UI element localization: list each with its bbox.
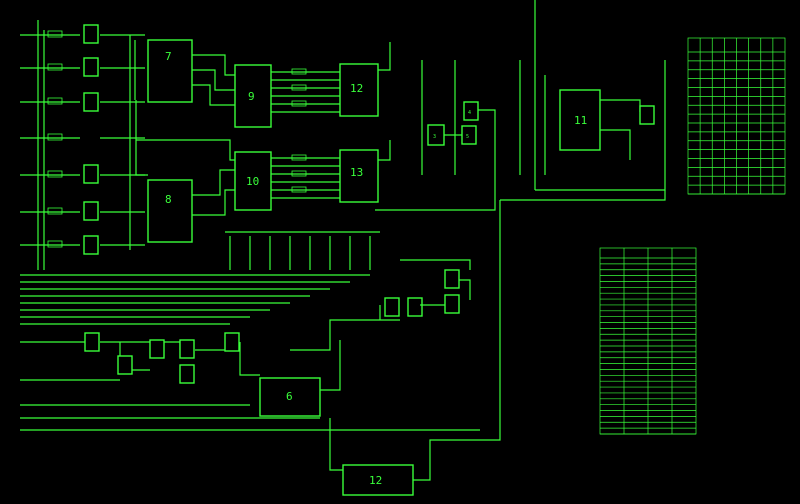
svg-text:4: 4: [468, 110, 471, 116]
gate-left-4: [83, 164, 99, 184]
lower-gate-chain: [20, 332, 480, 431]
block-8: [147, 179, 193, 243]
block-11: [559, 89, 601, 151]
block-9: [234, 64, 272, 128]
block-7-label: 7: [165, 50, 172, 63]
truth-table: [687, 37, 786, 195]
display-12: [339, 63, 379, 117]
left-gate-column: [83, 24, 99, 255]
block-10-label: 10: [246, 175, 259, 188]
display-13: [339, 149, 379, 203]
gate-left-3: [83, 92, 99, 112]
display-12-label: 12: [350, 82, 363, 95]
display-resistor-ladders: [271, 68, 340, 199]
block-9-label: 9: [248, 90, 255, 103]
svg-text:3: 3: [433, 134, 436, 140]
gate-left-1: [83, 24, 99, 44]
input-resistors: [47, 30, 63, 248]
block-11-label: 11: [574, 114, 587, 127]
block-10: [234, 151, 272, 211]
block-6: [259, 377, 321, 417]
block-12-bottom-label: 12: [369, 474, 382, 487]
gate-left-5: [83, 201, 99, 221]
gate-left-2: [83, 57, 99, 77]
block-12-bottom: [342, 464, 414, 496]
led-row: [20, 231, 380, 325]
center-gate-cluster: [379, 259, 471, 320]
parts-list-table: [599, 247, 697, 435]
block-8-label: 8: [165, 193, 172, 206]
upper-right-gates: 3 4 5: [375, 60, 496, 211]
gate-left-6: [83, 235, 99, 255]
block-7: [147, 39, 193, 103]
block-6-label: 6: [286, 390, 293, 403]
svg-text:5: 5: [466, 134, 469, 140]
left-input-rails: [20, 20, 145, 270]
display-13-label: 13: [350, 166, 363, 179]
